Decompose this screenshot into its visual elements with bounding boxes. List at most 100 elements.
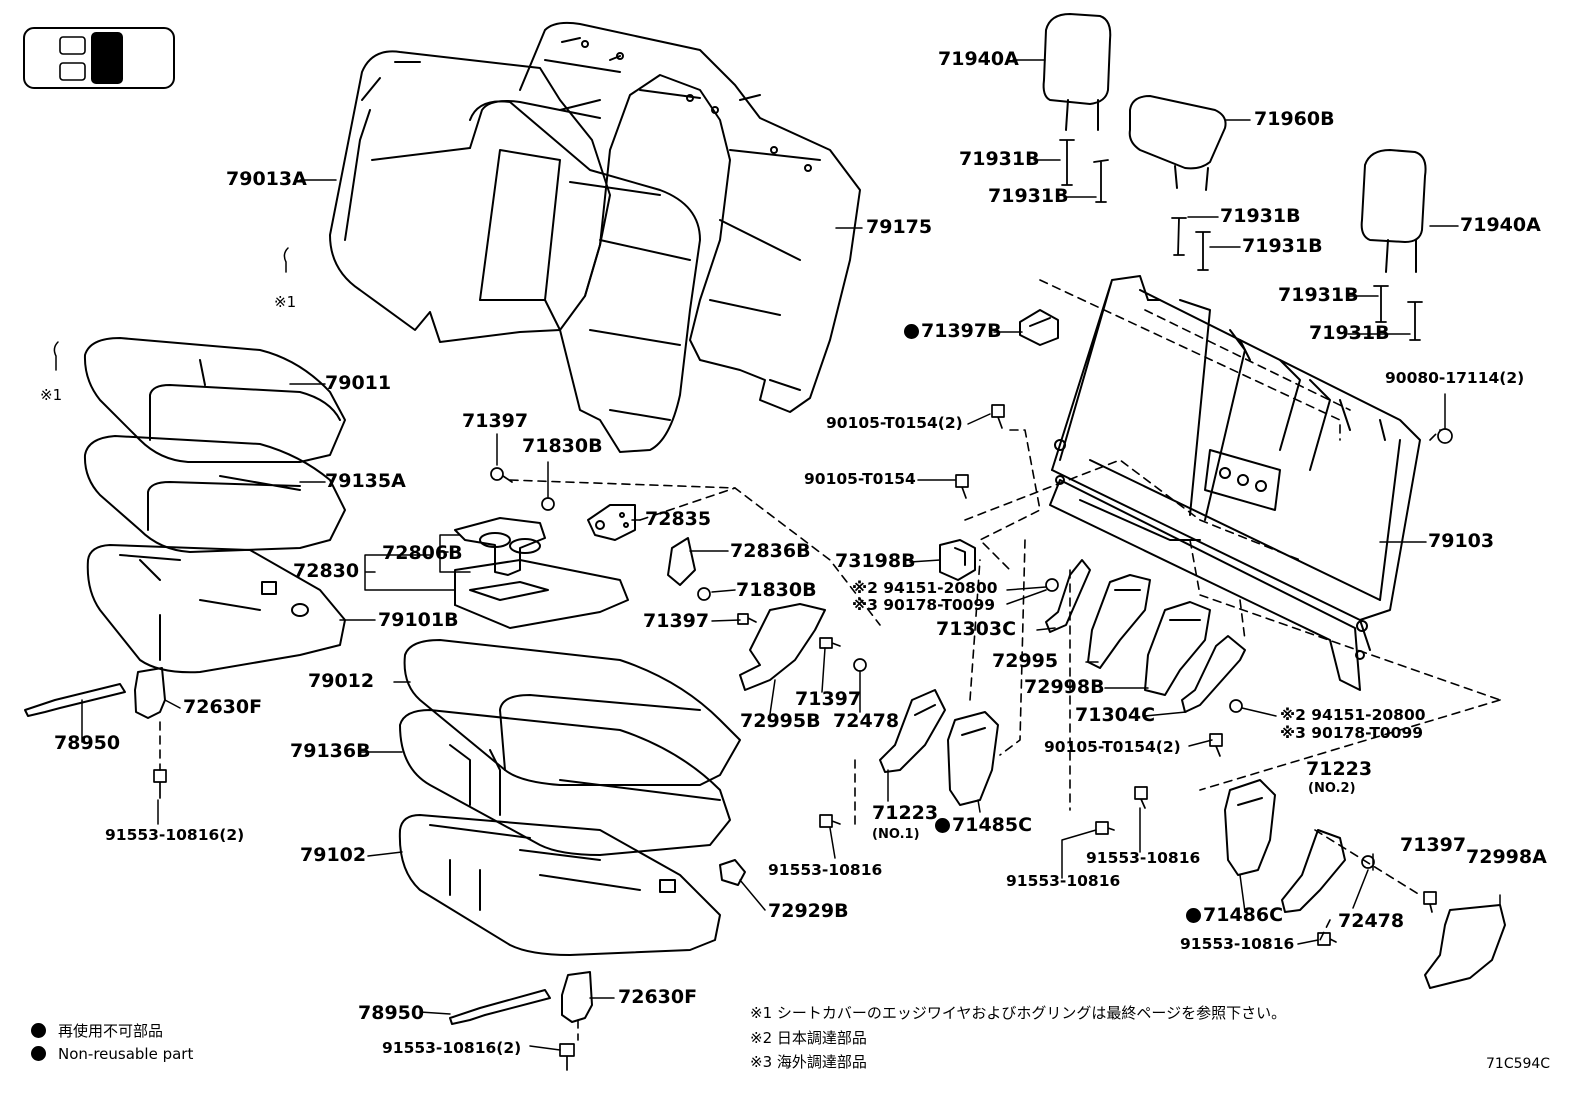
part-label[interactable]: 79011 [325,372,392,394]
part-label[interactable]: 91553-10816(2) [382,1039,522,1057]
armrest-72830 [454,517,629,629]
legend-text: 再使用不可部品 [58,1022,164,1040]
part-label[interactable]: 71931B [1278,284,1359,306]
part-label-non-reusable[interactable]: 71486C [1186,906,1283,925]
headrest-supports [1059,139,1423,341]
non-reusable-dot-icon [904,324,919,339]
footnote-2: ※2 日本調達部品 [750,1029,867,1047]
part-label[interactable]: 79175 [866,216,933,238]
part-label[interactable]: 71931B [1220,205,1301,227]
clip-73198B [939,539,976,581]
part-label[interactable]: 91553-10816(2) [105,826,245,844]
part-label[interactable]: 71397 [795,688,862,710]
seatback-left-79013A [329,50,611,343]
part-label[interactable]: 90080-17114(2) [1385,369,1525,387]
part-label[interactable]: 79012 [308,670,375,692]
part-number: 71397B [921,320,1002,342]
part-label[interactable]: 90105-T0154 [804,470,916,488]
fasteners [153,404,1453,1071]
part-label[interactable]: 91553-10816 [1180,935,1295,953]
part-label[interactable]: ※2 94151-20800 [852,579,998,597]
hinge-71223-no2 [1281,829,1346,913]
cover-72995 [1087,574,1151,669]
part-label[interactable]: 72630F [618,986,698,1008]
part-label[interactable]: 79101B [378,609,459,631]
headrest-71940A-right [1360,149,1427,273]
part-label[interactable]: 72929B [768,900,849,922]
part-label[interactable]: 71931B [959,148,1040,170]
hog-ring-icon [53,247,289,371]
legend-en: Non-reusable part [31,1045,193,1063]
part-label-sub: (NO.1) [872,827,920,842]
part-label[interactable]: 71304C [1075,704,1156,726]
clip-71397B [1019,309,1059,346]
part-label[interactable]: 72995B [740,710,821,732]
footnote-3: ※3 海外調達部品 [750,1053,867,1071]
part-label-non-reusable[interactable]: 71485C [935,816,1032,835]
non-reusable-dot-icon [31,1023,46,1038]
part-label[interactable]: 91553-10816 [1006,872,1121,890]
part-label[interactable]: 71931B [1309,322,1390,344]
cover-71485C [947,711,999,806]
bracket-71303C [1045,559,1091,633]
part-label[interactable]: 71960B [1254,108,1335,130]
legend-ja: 再使用不可部品 [31,1020,163,1041]
cushion-cover-79136B [399,709,731,856]
part-label-non-reusable[interactable]: 71397B [904,322,1002,341]
part-label[interactable]: 71397 [462,410,529,432]
part-label[interactable]: ※3 90178-T0099 [1280,724,1424,742]
part-label-sub: (NO.2) [1308,781,1356,796]
cushion-79011 [83,337,346,463]
part-label[interactable]: 72998A [1466,846,1547,868]
seatback-right-79175 [519,21,861,413]
part-label[interactable]: 71931B [1242,235,1323,257]
part-label[interactable]: 90105-T0154(2) [826,414,963,432]
part-label[interactable]: 71940A [938,48,1019,70]
part-label[interactable]: ※3 90178-T0099 [852,596,996,614]
cushion-pad-79101B [86,544,346,674]
part-number: 71485C [952,814,1033,836]
leader-lines [81,59,1501,1051]
part-label[interactable]: 72836B [730,540,811,562]
part-label[interactable]: 71830B [736,579,817,601]
part-label[interactable]: 71830B [522,435,603,457]
part-label[interactable]: 91553-10816 [1086,849,1201,867]
part-label[interactable]: 72630F [183,696,263,718]
part-label[interactable]: 79102 [300,844,367,866]
part-label[interactable]: 72806B [382,542,463,564]
part-number: 71486C [1203,904,1284,926]
part-label[interactable]: 79136B [290,740,371,762]
part-label[interactable]: 78950 [358,1002,425,1024]
part-label[interactable]: 72830 [293,560,360,582]
part-label[interactable]: 71397 [643,610,710,632]
part-label[interactable]: ※2 94151-20800 [1280,706,1426,724]
part-label[interactable]: 72998B [1024,676,1105,698]
hook-72630F-b [561,971,593,1023]
part-label[interactable]: 71940A [1460,214,1541,236]
clip-72929B [719,859,746,886]
cover-72998A [1424,904,1506,989]
part-label[interactable]: 72995 [992,650,1059,672]
part-label[interactable]: 71931B [988,185,1069,207]
part-label[interactable]: 71223 [1306,758,1373,780]
part-label[interactable]: 71397 [1400,834,1467,856]
part-label[interactable]: 79013A [226,168,307,190]
part-label[interactable]: 78950 [54,732,121,754]
footnote-1: ※1 シートカバーのエッジワイヤおよびホグリングは最終ページを参照下さい。 [750,1004,1287,1022]
vehicle-seat-position-icon [23,27,175,89]
non-reusable-dot-icon [31,1046,46,1061]
part-label[interactable]: 71223 [872,802,939,824]
part-label[interactable]: 90105-T0154(2) [1044,738,1181,756]
part-label[interactable]: 72478 [1338,910,1405,932]
footnote-mark: ※1 [274,293,297,311]
part-label[interactable]: 72835 [645,508,712,530]
cover-72998B [1144,601,1211,696]
part-label[interactable]: 72478 [833,710,900,732]
headrest-71940A-top [1042,13,1112,131]
part-label[interactable]: 79103 [1428,530,1495,552]
part-label[interactable]: 79135A [325,470,406,492]
seatback-center [469,100,701,453]
part-label[interactable]: 91553-10816 [768,861,883,879]
part-label[interactable]: 73198B [835,550,916,572]
part-label[interactable]: 71303C [936,618,1017,640]
